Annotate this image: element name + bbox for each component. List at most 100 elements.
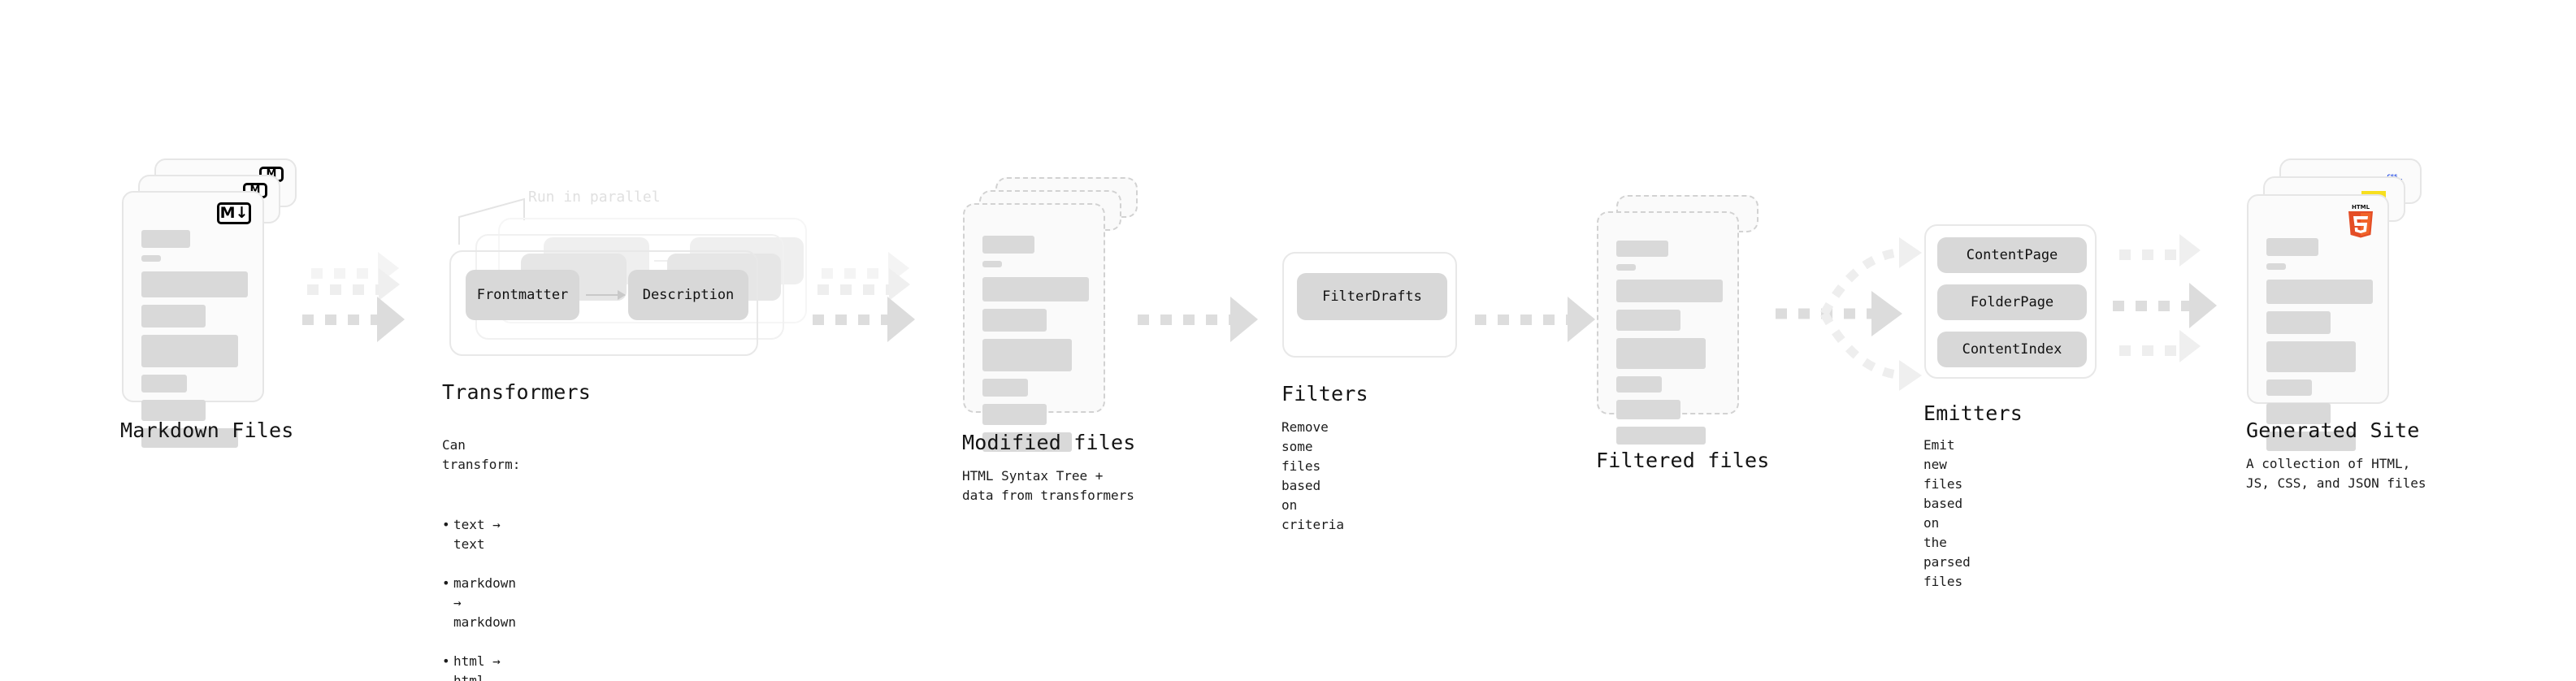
arrow-head: [2189, 283, 2217, 328]
chip-description[interactable]: Description: [628, 270, 748, 320]
arrow-head: [2179, 330, 2201, 362]
stage-markdown-files: M M M↓ Markdown Fil: [120, 158, 297, 448]
stage-title-filtered-files: Filtered files: [1596, 449, 1770, 472]
content-line: [141, 305, 206, 327]
stage-filtered-files: Filtered files: [1596, 195, 1776, 472]
markdown-icon: M↓: [217, 202, 251, 224]
content-line: [141, 400, 206, 421]
arrow-head: [379, 268, 400, 301]
markdown-card-content: [141, 230, 248, 455]
content-line: [1616, 241, 1668, 257]
stage-modified-files: Modified files HTML Syntax Tree + data f…: [962, 177, 1142, 503]
content-line: [1616, 264, 1636, 271]
filtered-card-content: [1616, 241, 1723, 452]
content-line: [2266, 238, 2318, 256]
transformers-bullet: text → text: [442, 515, 520, 554]
emitters-group: ContentPage FolderPage ContentIndex: [1924, 224, 2097, 379]
content-line: [982, 309, 1047, 332]
transformers-bullet-list: text → text markdown → markdown html → h…: [442, 496, 520, 681]
content-line: [1616, 280, 1723, 302]
arrow-shaft: [311, 268, 383, 279]
run-in-parallel-leader: [458, 197, 525, 245]
arrow-shaft: [822, 268, 893, 279]
site-card-stack: CSS HTML: [2247, 158, 2430, 451]
arrow-head: [1568, 297, 1595, 342]
content-line: [982, 432, 1072, 452]
stage-title-filters: Filters: [1281, 382, 1368, 406]
site-card-front: HTML: [2247, 194, 2389, 451]
arrow-shaft: [302, 314, 382, 325]
markdown-card-stack: M M M↓: [122, 158, 297, 448]
stage-title-markdown-files: Markdown Files: [120, 419, 294, 442]
site-card-content: [2266, 238, 2373, 458]
content-line: [141, 335, 238, 367]
arrow-shaft: [1475, 314, 1572, 325]
content-line: [2266, 403, 2331, 424]
content-line: [141, 271, 248, 297]
stage-title-generated-site: Generated Site: [2246, 419, 2420, 442]
arrow-shaft: [817, 284, 894, 295]
content-line: [982, 404, 1047, 425]
content-line: [1616, 310, 1680, 331]
chip-folderpage[interactable]: FolderPage: [1937, 284, 2087, 320]
stage-title-modified-files: Modified files: [962, 431, 1136, 454]
arrow-shaft: [1138, 314, 1235, 325]
arrow-shaft: [813, 314, 892, 325]
markdown-card-front: M↓: [122, 191, 264, 448]
content-line: [982, 277, 1089, 301]
content-line: [982, 339, 1072, 371]
arrow-head: [2179, 234, 2201, 267]
arrow-head: [1230, 297, 1258, 342]
arrow-head: [377, 297, 405, 342]
arrow-shaft: [2119, 345, 2184, 356]
chip-contentpage[interactable]: ContentPage: [1937, 237, 2087, 273]
content-line: [1616, 338, 1706, 369]
stage-desc-transformers: Can transform: text → text markdown → ma…: [442, 416, 520, 681]
transformers-desc-lead: Can transform:: [442, 437, 521, 472]
content-line: [2266, 311, 2331, 334]
content-line: [2266, 341, 2356, 372]
filtered-card-front: [1597, 211, 1739, 445]
modified-card-front: [963, 203, 1105, 452]
arrow-shaft: [307, 284, 384, 295]
content-line: [2266, 280, 2373, 304]
run-in-parallel-label: Run in parallel: [528, 189, 661, 206]
chip-contentindex[interactable]: ContentIndex: [1937, 332, 2087, 367]
content-line: [982, 236, 1034, 254]
content-line: [2266, 263, 2286, 270]
stage-generated-site: CSS HTML: [2246, 158, 2430, 491]
modified-card-stack: [963, 177, 1142, 452]
stage-desc-generated-site: A collection of HTML, JS, CSS, and JSON …: [2246, 456, 2426, 491]
arrow-head: [887, 297, 915, 342]
stage-desc-modified-files: HTML Syntax Tree + data from transformer…: [962, 468, 1134, 503]
stage-desc-emitters: Emit new files based on the parsed files: [1923, 437, 1971, 589]
content-line: [982, 379, 1028, 397]
filters-group: FilterDrafts: [1282, 252, 1457, 358]
content-line: [141, 255, 161, 262]
arrow-shaft: [2119, 249, 2184, 260]
transformer-group-front: Frontmatter Description: [449, 250, 758, 356]
modified-card-content: [982, 236, 1089, 459]
svg-text:HTML: HTML: [2352, 204, 2370, 210]
content-line: [982, 261, 1002, 267]
content-line: [2266, 432, 2356, 451]
connector-filtered-to-emitters: [1776, 237, 1922, 391]
transformers-bullet: markdown → markdown: [442, 574, 520, 632]
stage-title-transformers: Transformers: [442, 380, 592, 404]
content-line: [141, 428, 238, 448]
stage-title-emitters: Emitters: [1923, 401, 2023, 425]
arrow-shaft: [2113, 301, 2194, 311]
content-line: [141, 375, 187, 393]
content-line: [1616, 376, 1662, 393]
transform-arrow: [586, 290, 626, 300]
content-line: [141, 230, 190, 248]
filtered-card-stack: [1597, 195, 1776, 445]
chip-frontmatter[interactable]: Frontmatter: [466, 270, 579, 320]
content-line: [1616, 427, 1706, 445]
chip-filterdrafts[interactable]: FilterDrafts: [1297, 273, 1447, 320]
content-line: [2266, 380, 2312, 396]
content-line: [1616, 400, 1680, 419]
html5-icon: HTML: [2348, 204, 2373, 238]
stage-desc-filters: Remove some files based on criteria: [1281, 419, 1345, 532]
